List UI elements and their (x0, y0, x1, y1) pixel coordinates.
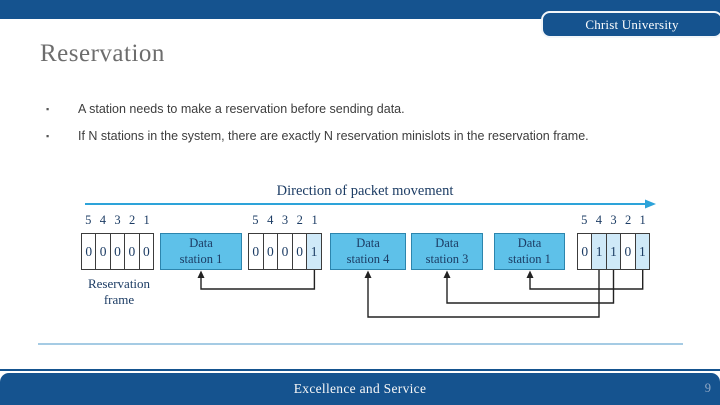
page-number: 9 (704, 381, 711, 395)
divider-line (38, 343, 683, 345)
university-name: Christ University (585, 16, 679, 32)
data-station-3-box: Data station 3 (411, 233, 483, 270)
bullet-item: ▪ A station needs to make a reservation … (46, 102, 686, 118)
minislot-index-labels: 5 4 3 2 1 (85, 213, 150, 227)
minislot-cell: 0 (111, 234, 126, 269)
reservation-frame-1: 0 0 0 0 0 (81, 233, 154, 270)
reservation-frame-label: Reservation frame (87, 276, 151, 307)
minislot-cell: 1 (606, 234, 622, 269)
bullet-marker-icon: ▪ (46, 104, 50, 114)
connector-arrowhead-icon (443, 270, 451, 278)
minislot-index-labels: 5 4 3 2 1 (581, 213, 646, 227)
data-station-1-box: Data station 1 (160, 233, 242, 270)
minislot-cell: 0 (82, 234, 97, 269)
bullet-item: ▪ If N stations in the system, there are… (46, 129, 686, 145)
minislot-cell: 0 (96, 234, 111, 269)
reservation-frame-2: 0 0 0 0 1 (248, 233, 322, 270)
footer-top-line (0, 369, 720, 371)
connector-frame2-slot1-to-station1 (200, 270, 316, 290)
minislot-cell: 1 (635, 234, 650, 269)
reservation-frame-3: 0 1 1 0 1 (577, 233, 650, 270)
data-station-4-box: Data station 4 (330, 233, 406, 270)
minislot-cell: 0 (249, 234, 264, 269)
header-bar (0, 0, 720, 19)
data-station-1b-box: Data station 1 (494, 233, 565, 270)
connector-frame3-slot4-to-station4 (367, 270, 600, 318)
footer-bar: Excellence and Service 9 (0, 373, 720, 405)
minislot-cell: 1 (307, 234, 321, 269)
packet-direction-arrowhead-icon (645, 199, 656, 209)
minislot-cell: 0 (621, 234, 636, 269)
connector-arrowhead-icon (526, 270, 534, 278)
page-title: Reservation (40, 40, 165, 67)
direction-label: Direction of packet movement (276, 183, 454, 199)
connector-arrowhead-icon (364, 270, 372, 278)
minislot-index-labels: 5 4 3 2 1 (252, 213, 318, 227)
minislot-cell: 0 (264, 234, 279, 269)
bullet-text: A station needs to make a reservation be… (78, 102, 405, 116)
minislot-cell: 0 (293, 234, 308, 269)
connector-arrowhead-icon (197, 270, 205, 278)
connector-frame3-slot1-to-station1 (529, 270, 644, 290)
diagram-arrows (85, 199, 656, 318)
minislot-cell: 0 (278, 234, 293, 269)
connector-frame3-slot3-to-station3 (446, 270, 615, 304)
reservation-diagram: Direction of packet movement 5 4 3 2 1 5… (81, 183, 656, 318)
minislot-cell: 0 (142, 244, 150, 259)
university-tab: Christ University (541, 11, 720, 38)
bullet-text: If N stations in the system, there are e… (78, 129, 589, 143)
minislot-cell: 0 (125, 234, 140, 269)
minislot-cell: 0 (578, 234, 593, 269)
minislot-cell: 1 (592, 234, 607, 269)
footer-motto: Excellence and Service (293, 381, 427, 396)
bullet-marker-icon: ▪ (46, 131, 50, 141)
